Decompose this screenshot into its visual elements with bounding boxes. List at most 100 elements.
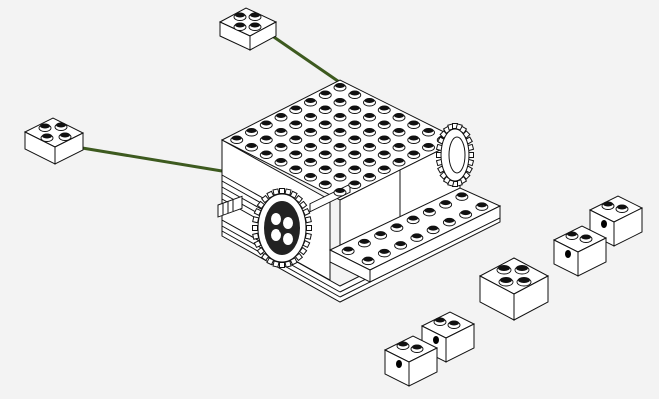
stud-top	[394, 113, 404, 118]
stud-top	[408, 135, 419, 141]
stud-top	[261, 150, 272, 156]
stud-top	[349, 150, 360, 156]
stud-top	[261, 120, 272, 126]
stud-top	[335, 173, 345, 178]
stud-top	[320, 120, 331, 126]
stud-top	[349, 105, 360, 111]
stud-top	[335, 158, 345, 163]
stud-top	[246, 143, 257, 148]
stud-top	[379, 248, 390, 254]
stud-top	[343, 246, 354, 252]
stud-top	[335, 128, 345, 133]
brick-1x2-hole-d	[383, 335, 439, 387]
stud-top	[460, 210, 471, 216]
stud-top	[364, 128, 375, 133]
stud-top	[408, 120, 419, 126]
main-assembly	[220, 79, 502, 303]
gear-tooth	[279, 262, 285, 268]
stud-top	[290, 120, 301, 126]
stud-top	[290, 150, 301, 156]
stud-top	[379, 135, 390, 141]
stud-top	[335, 113, 345, 118]
stud-top	[379, 165, 390, 171]
stud-top	[349, 180, 360, 186]
stud-top	[379, 105, 390, 111]
gear-tooth	[306, 225, 312, 231]
stud-top	[305, 113, 316, 118]
stud-top	[305, 143, 316, 148]
stud-top	[290, 135, 301, 141]
stud-top	[320, 180, 331, 186]
stud-top	[349, 90, 360, 96]
axle-connector	[217, 195, 243, 218]
stud-top	[276, 158, 286, 163]
stud-top	[305, 158, 316, 163]
front-plate-studs	[341, 192, 489, 266]
stud-top	[335, 143, 345, 148]
gear-tooth	[252, 232, 260, 240]
gear-tooth	[252, 216, 260, 224]
stud-top	[408, 215, 419, 221]
stud-top	[364, 113, 375, 118]
stud-top	[364, 143, 375, 148]
stud-top	[394, 128, 404, 133]
gear-tooth	[252, 225, 258, 231]
stud-top	[375, 231, 386, 237]
stud-top	[305, 128, 316, 133]
stud-top	[335, 188, 345, 193]
stud-top	[424, 207, 435, 213]
stud-top	[391, 223, 402, 229]
stud-top	[261, 135, 272, 141]
gear-right	[435, 123, 475, 187]
stud-top	[476, 202, 487, 208]
stud-top	[320, 150, 331, 156]
stud-top	[440, 200, 451, 206]
stud-top	[364, 173, 375, 178]
stud-top	[305, 173, 316, 178]
stud-top	[349, 135, 360, 141]
stud-top	[444, 217, 455, 223]
stud-top	[349, 165, 360, 171]
stud-top	[364, 158, 375, 163]
stud-top	[428, 225, 439, 231]
stud-top	[408, 150, 419, 156]
stud-top	[290, 105, 301, 111]
stud-top	[276, 128, 286, 133]
stud-top	[320, 105, 331, 111]
stud-top	[423, 128, 434, 133]
stud-top	[276, 113, 286, 118]
brick-2x2-mid	[478, 257, 550, 321]
axle-line-top	[266, 31, 350, 90]
main-assembly-studs	[230, 83, 450, 197]
gear-front	[252, 188, 312, 268]
stud-top	[363, 256, 374, 262]
stud-top	[276, 143, 286, 148]
stud-top	[364, 98, 375, 103]
stud-top	[359, 238, 370, 244]
stud-top	[394, 143, 404, 148]
stud-top	[305, 98, 316, 103]
brick-2x2-left	[23, 117, 85, 165]
gear-tooth	[304, 232, 312, 240]
stud-top	[423, 143, 434, 148]
stud-top	[231, 135, 242, 141]
stud-top	[411, 233, 422, 239]
stud-top	[246, 128, 257, 133]
stud-top	[379, 150, 390, 156]
stud-top	[394, 158, 404, 163]
stud-top	[395, 241, 406, 247]
gear-tooth	[304, 216, 312, 224]
stud-top	[379, 120, 390, 126]
stud-top	[290, 165, 301, 171]
stud-top	[320, 135, 331, 141]
stud-top	[320, 165, 331, 171]
axle-line-left	[68, 144, 230, 174]
stud-top	[349, 120, 360, 126]
brick-2x2-top	[218, 7, 278, 51]
brick-1x2-hole-b	[552, 225, 608, 277]
stud-top	[335, 98, 345, 103]
stud-top	[456, 192, 467, 198]
stud-top	[335, 83, 345, 88]
